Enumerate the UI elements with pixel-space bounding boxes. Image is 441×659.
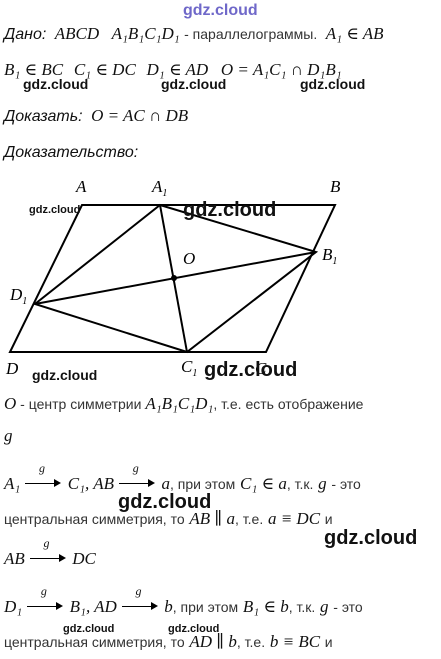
given-cond5: O = A₁C₁ ∩ D₁B₁ (220, 60, 342, 79)
label-o: O (183, 249, 195, 268)
given-line-1: Дано: ABCD A₁B₁C₁D₁ - параллелограммы. A… (4, 24, 384, 43)
outer-parallelogram (8, 204, 337, 353)
symbol: AD ∥ b (189, 632, 237, 651)
given-line-2: B₁ ∈ BC C₁ ∈ DC D₁ ∈ AD O = A₁C₁ ∩ D₁B₁ (4, 60, 342, 80)
symbol: a (161, 474, 170, 493)
text-fragment: , т.е. (235, 511, 264, 527)
proof-text-line-6: D₁ g B₁, AD g b, при этом B₁ ∈ b, т.к. g… (4, 584, 363, 617)
symbol: C₁ (67, 474, 86, 493)
given-cond1: A₁ ∈ AB (325, 24, 384, 43)
watermark: gdz.cloud (161, 76, 227, 92)
text-fragment: - центр симметрии (20, 396, 142, 412)
text-fragment: , т.к. (286, 476, 314, 492)
symbol: AB (4, 549, 25, 568)
watermark: gdz.cloud (204, 359, 298, 381)
given-cond3: C₁ ∈ DC (73, 60, 136, 79)
given-label: Дано (4, 26, 42, 43)
text-fragment: и (324, 511, 333, 527)
text-fragment: и (324, 634, 333, 650)
watermark: gdz.cloud (324, 527, 418, 549)
proof-text-line-7: центральная симметрия, то AD ∥ b, т.е. b… (4, 632, 333, 652)
text-fragment: , при этом (172, 599, 239, 615)
text-fragment: , т.е. есть отображение (213, 396, 364, 412)
given-quad: ABCD (54, 24, 100, 43)
symbol-g: g (318, 474, 327, 493)
mapping-arrow: g (121, 584, 160, 612)
watermark: gdz.cloud (168, 623, 220, 635)
proof-text-line-4: центральная симметрия, то AB ∥ a, т.е. a… (4, 509, 333, 529)
text-fragment: - это (331, 476, 361, 492)
proof-line: Доказательство: (4, 144, 139, 161)
given-cond2: B₁ ∈ BC (4, 60, 64, 79)
symbol-g: g (39, 461, 46, 475)
symbol: , AD (85, 597, 117, 616)
parallelogram-figure: A A1 B B1 O D1 D C1 C (5, 177, 341, 379)
text-fragment: центральная симметрия, то (4, 634, 185, 650)
prove-line: Доказать: O = AC ∩ DB (4, 106, 189, 125)
label-a: A (75, 177, 87, 196)
symbol: C₁ ∈ a (240, 474, 287, 493)
symbol-g: g (135, 584, 142, 598)
proof-text-line-3: A₁ g C₁, AB g a, при этом C₁ ∈ a, т.к. g… (4, 461, 361, 494)
label-c: C (255, 359, 267, 378)
text-fragment: - это (333, 599, 363, 615)
text-fragment: центральная симметрия, то (4, 511, 185, 527)
mapping-arrow: g (25, 461, 63, 489)
given-quad1: A₁B₁C₁D₁ (111, 24, 180, 43)
symbol: A₁ (4, 474, 21, 493)
symbol: AB ∥ a (189, 509, 235, 528)
symbol-g: g (320, 597, 329, 616)
symbol: D₁ (4, 597, 23, 616)
symbol-g: g (4, 426, 13, 445)
prove-label: Доказать (4, 108, 79, 125)
text-fragment: , при этом (169, 476, 236, 492)
watermark: gdz.cloud (29, 204, 81, 216)
watermark: gdz.cloud (23, 76, 89, 92)
symbol: b ≡ BC (269, 632, 321, 651)
symbol: b (164, 597, 173, 616)
label-b1: B1 (322, 245, 337, 267)
symbol: DC (72, 549, 96, 568)
watermark: gdz.cloud (300, 76, 366, 92)
watermark: gdz.cloud (118, 491, 212, 513)
symbol-g: g (40, 584, 47, 598)
point-o (171, 275, 177, 281)
given-cond4: D₁ ∈ AD (146, 60, 209, 79)
watermark: gdz.cloud (32, 367, 98, 383)
symbol: B₁ ∈ b (242, 597, 289, 616)
watermark: gdz.cloud (63, 623, 115, 635)
label-b: B (330, 177, 341, 196)
prove-statement: O = AC ∩ DB (91, 106, 189, 125)
symbol-g: g (43, 536, 50, 550)
label-d: D (5, 359, 19, 378)
mapping-arrow: g (29, 536, 68, 564)
symbol: B₁ (69, 597, 86, 616)
symbol-g: g (132, 461, 139, 475)
mapping-arrow: g (118, 461, 157, 489)
mapping-arrow: g (26, 584, 65, 612)
text-fragment: , т.к. (288, 599, 316, 615)
label-d1: D1 (9, 285, 27, 307)
label-c1: C1 (181, 357, 197, 379)
proof-label: Доказательство (4, 144, 134, 161)
symbol: , AB (85, 474, 114, 493)
watermark-top: gdz.cloud (183, 2, 258, 19)
watermark: gdz.cloud (183, 199, 277, 221)
proof-text-line-1: O - центр симметрии A₁B₁C₁D₁, т.е. есть … (4, 394, 363, 414)
label-a1: A1 (151, 177, 167, 199)
symbol: a ≡ DC (267, 509, 321, 528)
symbol-o: O (4, 394, 17, 413)
text-fragment: , т.е. (236, 634, 266, 650)
symbol-quad1: A₁B₁C₁D₁ (145, 394, 214, 413)
proof-text-line-5: AB g DC (4, 536, 96, 569)
given-text: - параллелограммы. (184, 26, 318, 42)
